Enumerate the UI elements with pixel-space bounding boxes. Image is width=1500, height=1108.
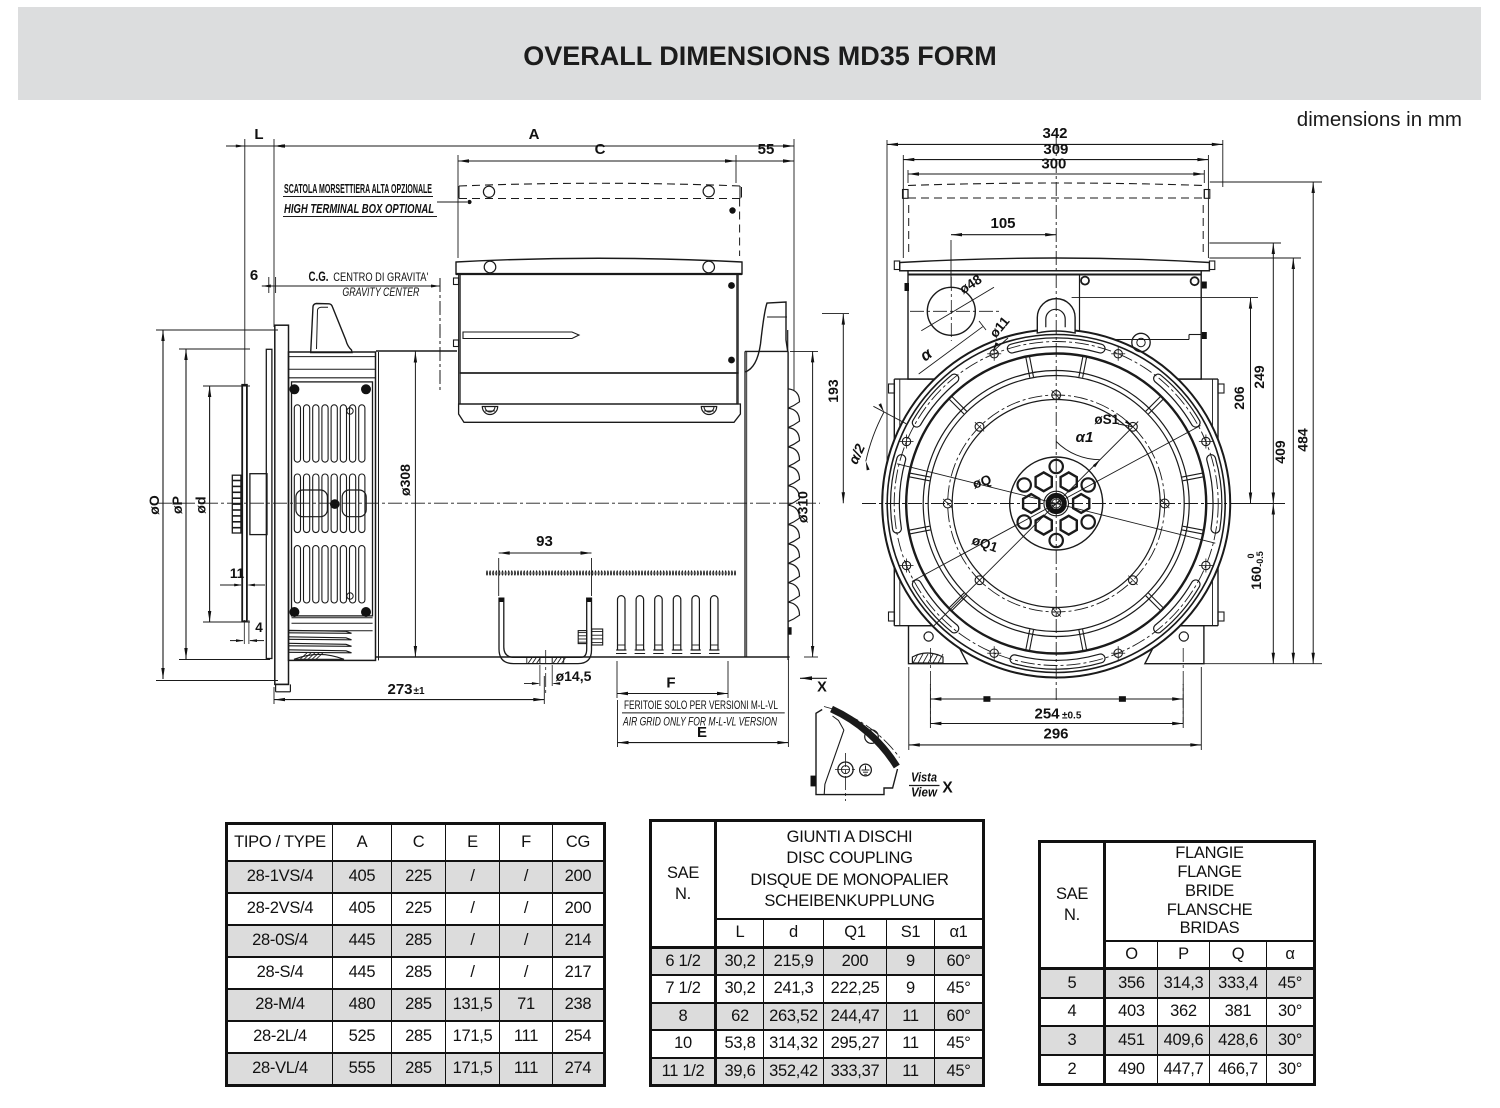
svg-text:Vista: Vista <box>911 771 937 785</box>
svg-text:øP: øP <box>169 496 185 514</box>
svg-text:206: 206 <box>1231 386 1247 410</box>
svg-text:A: A <box>529 126 540 143</box>
svg-text:SCATOLA MORSETTIERA ALTA OPZIO: SCATOLA MORSETTIERA ALTA OPZIONALE <box>284 182 432 196</box>
svg-text:ød: ød <box>193 496 209 513</box>
svg-text:484: 484 <box>1295 428 1311 452</box>
svg-text:309: 309 <box>1043 141 1068 158</box>
svg-text:α: α <box>917 345 936 365</box>
svg-text:α/2: α/2 <box>845 441 868 466</box>
svg-text:11: 11 <box>230 566 245 581</box>
svg-text:AIR GRID ONLY FOR M-L-VL VER: AIR GRID ONLY FOR M-L-VL VERSION <box>622 715 777 729</box>
svg-text:X: X <box>942 780 953 797</box>
svg-text:C: C <box>595 141 606 158</box>
svg-text:F: F <box>666 675 675 692</box>
svg-text:105: 105 <box>990 215 1015 232</box>
svg-text:296: 296 <box>1043 726 1068 743</box>
svg-text:249: 249 <box>1251 365 1267 389</box>
svg-text:FERITOIE SOLO PER VERSIONI M-: FERITOIE SOLO PER VERSIONI M-L-VL <box>624 698 778 712</box>
svg-text:0: 0 <box>1246 553 1256 558</box>
svg-text:øQ: øQ <box>971 472 993 492</box>
svg-text:C.G.: C.G. <box>309 269 329 284</box>
svg-text:ø14,5: ø14,5 <box>556 668 592 684</box>
svg-text:160: 160 <box>1248 566 1264 590</box>
svg-text:øO: øO <box>146 495 162 515</box>
svg-text:193: 193 <box>825 379 841 403</box>
svg-text:ø310: ø310 <box>795 491 811 523</box>
svg-text:View: View <box>911 786 938 800</box>
svg-text:254: 254 <box>1034 706 1060 723</box>
svg-text:E: E <box>697 724 707 741</box>
svg-text:300: 300 <box>1041 156 1066 173</box>
svg-text:L: L <box>254 126 263 143</box>
svg-text:409: 409 <box>1272 440 1288 464</box>
svg-text:6: 6 <box>250 267 258 284</box>
svg-text:±1: ±1 <box>413 686 424 697</box>
svg-text:X: X <box>817 680 827 696</box>
svg-text:4: 4 <box>255 620 263 635</box>
svg-text:-0.5: -0.5 <box>1255 551 1265 567</box>
svg-text:GRAVITY CENTER: GRAVITY CENTER <box>342 285 419 299</box>
svg-text:CENTRO DI GRAVITA': CENTRO DI GRAVITA' <box>333 270 428 284</box>
svg-text:342: 342 <box>1042 125 1067 142</box>
svg-text:±0.5: ±0.5 <box>1062 711 1082 722</box>
svg-text:273: 273 <box>387 681 412 698</box>
svg-text:α1: α1 <box>1076 429 1094 446</box>
svg-text:ø308: ø308 <box>397 464 413 496</box>
svg-text:øS1: øS1 <box>1094 412 1119 427</box>
svg-text:55: 55 <box>758 141 775 158</box>
svg-text:93: 93 <box>536 533 553 550</box>
svg-text:HIGH TERMINAL BOX OPTIONAL: HIGH TERMINAL BOX OPTIONAL <box>284 201 434 216</box>
